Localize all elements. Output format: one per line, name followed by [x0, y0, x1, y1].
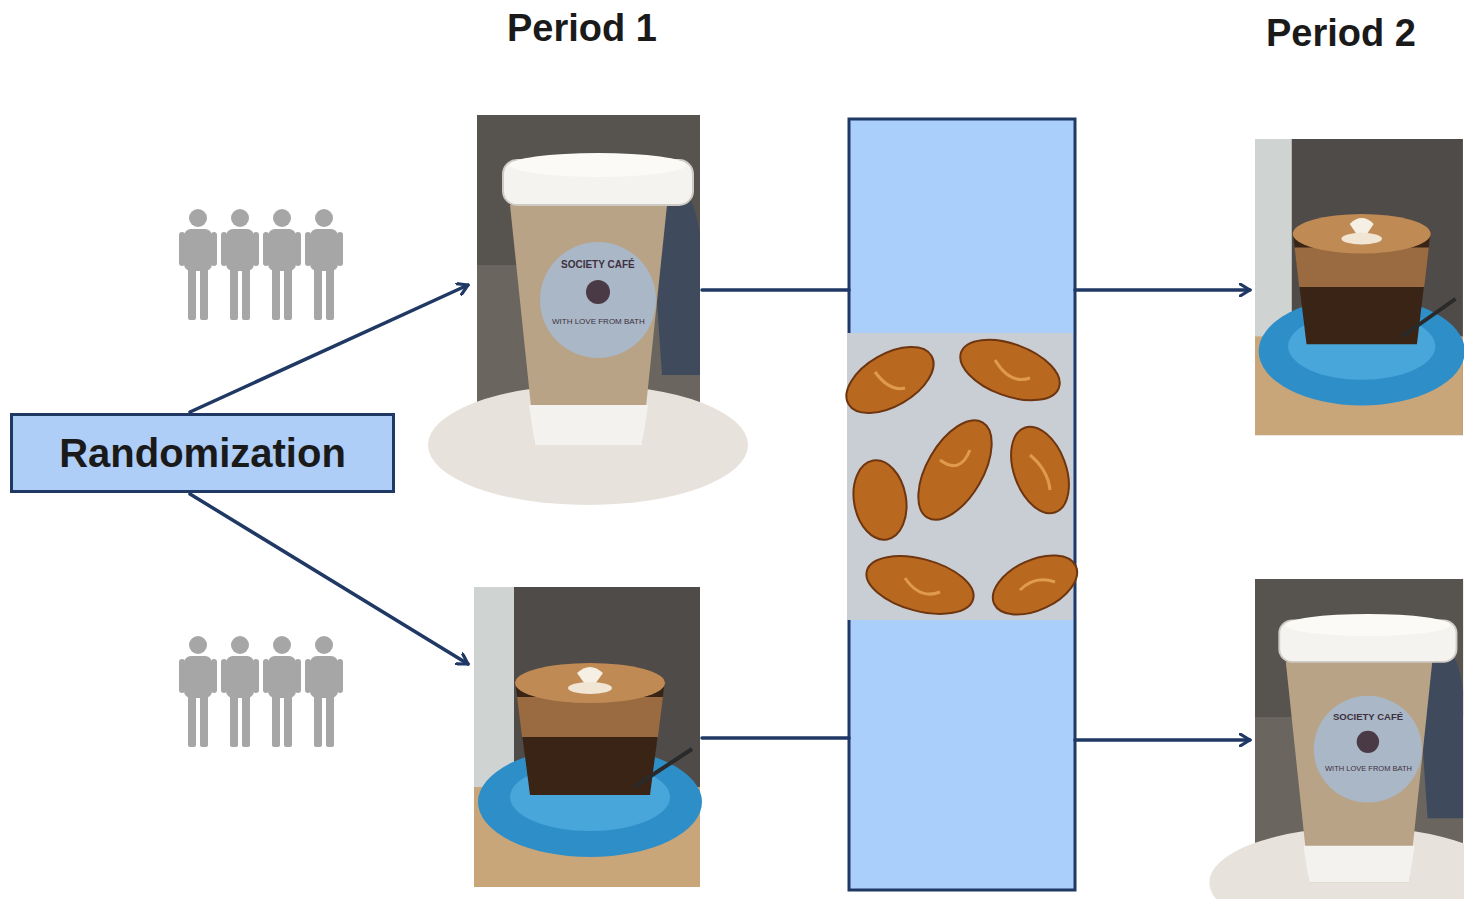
arrow — [1075, 738, 1250, 742]
people-icon — [179, 636, 343, 747]
coffee-glass-photo — [474, 587, 702, 887]
arrow — [190, 285, 468, 412]
coffee-glass-photo — [1255, 139, 1464, 435]
logo-text: SOCIETY CAFÉ — [1333, 712, 1403, 723]
arrow — [190, 494, 468, 664]
node-text: Randomization — [59, 430, 346, 476]
randomization-box: Randomization — [10, 413, 395, 493]
people-icon — [179, 209, 343, 320]
arrow — [1075, 288, 1250, 292]
logo-text: WITH LOVE FROM BATH — [552, 317, 645, 326]
takeaway-cup-photo — [428, 115, 748, 505]
flow-line — [702, 736, 849, 740]
period-heading: Period 2 — [1266, 12, 1416, 56]
period-heading: Period 1 — [507, 7, 657, 51]
flow-line — [702, 288, 849, 292]
logo-text: SOCIETY CAFÉ — [561, 259, 635, 271]
croissant-photo — [835, 328, 1086, 627]
logo-text: WITH LOVE FROM BATH — [1325, 765, 1412, 774]
